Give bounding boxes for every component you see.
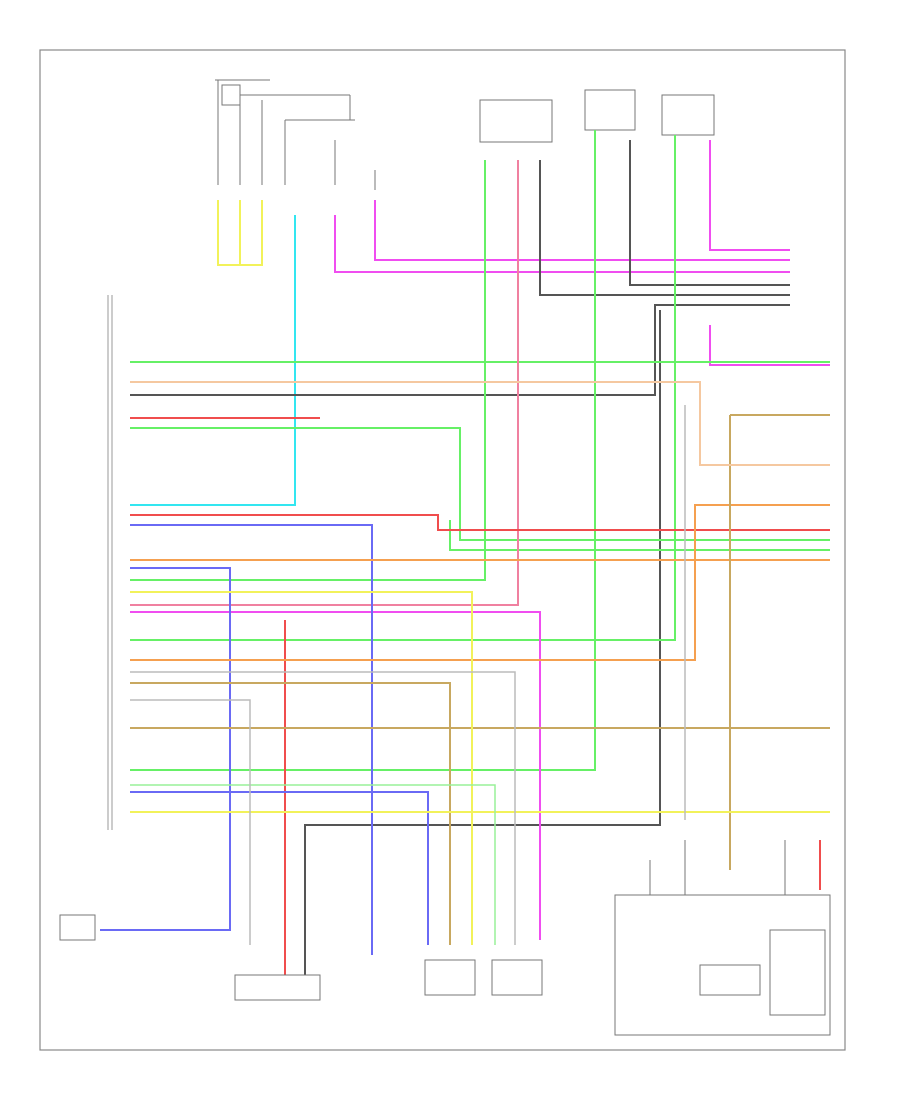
orange-tan-wires — [130, 381, 830, 945]
red-pink-wires — [130, 160, 830, 975]
yellow-wires-bottom — [130, 591, 830, 945]
light-wires — [130, 405, 686, 945]
top-modules — [479, 89, 715, 143]
bottom-right-wires — [649, 840, 786, 895]
yellow-wires-top — [217, 200, 263, 266]
magenta-wires-top — [334, 140, 830, 366]
left-connector-pins — [107, 295, 113, 830]
blue-wires — [100, 524, 429, 955]
top-left-components — [215, 79, 376, 190]
bottom-components — [59, 894, 831, 1036]
diagram-border — [39, 49, 846, 1051]
green-wires — [130, 130, 830, 771]
cyan-wire — [130, 215, 296, 506]
gray-wires-top — [130, 140, 790, 975]
